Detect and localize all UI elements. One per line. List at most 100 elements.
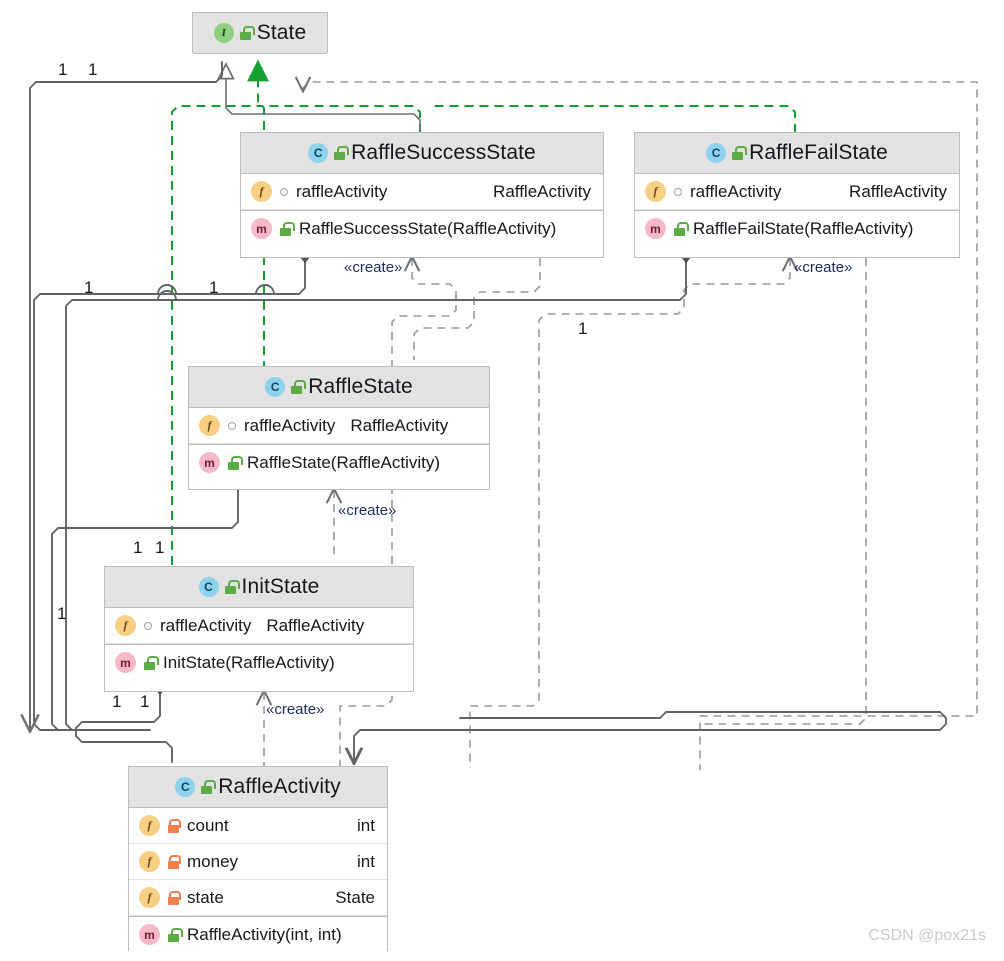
- method-name: RaffleSuccessState(RaffleActivity): [299, 218, 557, 238]
- field-type: RaffleActivity: [266, 615, 365, 635]
- field-type: State: [335, 887, 375, 907]
- field-type: RaffleActivity: [350, 415, 449, 435]
- multiplicity-label: 1: [209, 278, 219, 297]
- field-type: RaffleActivity: [849, 181, 947, 201]
- lock-open-icon: [200, 780, 217, 794]
- multiplicity-label: 1: [58, 60, 68, 79]
- class-name-raffle-activity: RaffleActivity: [218, 775, 341, 798]
- create-stereotype-label-fail: «create»: [794, 259, 853, 276]
- field-name: raffleActivity: [244, 415, 336, 435]
- class-box-init-state[interactable]: C InitState f raffleActivity RaffleActiv…: [104, 566, 414, 692]
- multiplicity-label: 1: [84, 278, 94, 297]
- class-box-raffle-success-state[interactable]: C RaffleSuccessState f raffleActivity Ra…: [240, 132, 604, 258]
- lock-closed-icon: [167, 890, 181, 905]
- method-icon: m: [199, 452, 220, 473]
- multiplicity-label: 1: [155, 538, 165, 557]
- create-stereotype-label-raffle: «create»: [338, 502, 397, 519]
- field-row[interactable]: f raffleActivity RaffleActivity: [105, 608, 413, 644]
- field-icon: f: [115, 615, 136, 636]
- field-icon: f: [645, 181, 666, 202]
- field-name: raffleActivity: [690, 181, 782, 201]
- line-jumps: [157, 284, 275, 301]
- field-row[interactable]: f raffleActivity RaffleActivity: [241, 174, 603, 210]
- lock-closed-icon: [167, 854, 181, 869]
- lock-open-icon: [279, 221, 295, 236]
- lock-closed-icon: [167, 818, 181, 833]
- class-box-raffle-activity[interactable]: C RaffleActivity f count int f money int…: [128, 766, 388, 952]
- lock-open-icon: [239, 26, 255, 40]
- multiplicity-label: 1: [578, 319, 588, 338]
- lock-open-icon: [224, 580, 240, 594]
- class-box-raffle-state[interactable]: C RaffleState f raffleActivity RaffleAct…: [188, 366, 490, 490]
- lock-open-icon: [143, 655, 159, 670]
- field-icon: f: [199, 415, 220, 436]
- method-row[interactable]: m RaffleActivity(int, int): [129, 916, 387, 952]
- method-name: RaffleFailState(RaffleActivity): [693, 218, 914, 238]
- multiplicity-label: 1: [133, 538, 143, 557]
- field-icon: f: [139, 851, 160, 872]
- multiplicity-label: 1: [140, 692, 150, 711]
- class-header-raffle-success-state: C RaffleSuccessState: [241, 133, 603, 174]
- class-name-raffle-success-state: RaffleSuccessState: [351, 141, 536, 164]
- field-name: raffleActivity: [296, 181, 388, 201]
- protected-circle-icon: [228, 421, 236, 430]
- method-name: RaffleActivity(int, int): [187, 924, 342, 944]
- method-row[interactable]: m RaffleFailState(RaffleActivity): [635, 210, 959, 246]
- lock-open-icon: [731, 146, 748, 160]
- field-name: money: [187, 851, 239, 871]
- class-icon: C: [706, 143, 727, 163]
- generalization-edges: [226, 64, 421, 134]
- class-header-raffle-fail-state: C RaffleFailState: [635, 133, 959, 174]
- method-name: RaffleState(RaffleActivity): [247, 452, 441, 472]
- class-name-raffle-state: RaffleState: [308, 375, 413, 398]
- protected-circle-icon: [280, 187, 288, 196]
- class-name-state: State: [256, 21, 307, 44]
- lock-open-icon: [333, 146, 350, 160]
- class-box-raffle-fail-state[interactable]: C RaffleFailState f raffleActivity Raffl…: [634, 132, 960, 258]
- multiplicity-label: 1: [88, 60, 98, 79]
- dependency-edges: [264, 82, 978, 770]
- class-icon: C: [198, 577, 219, 597]
- inheritance-edges-green: [171, 62, 796, 565]
- association-edges: [30, 61, 947, 762]
- field-row[interactable]: f raffleActivity RaffleActivity: [189, 408, 489, 444]
- class-header-init-state: C InitState: [105, 567, 413, 608]
- method-icon: m: [251, 218, 272, 239]
- protected-circle-icon: [144, 621, 152, 630]
- field-row[interactable]: f raffleActivity RaffleActivity: [635, 174, 959, 210]
- lock-open-icon: [673, 221, 689, 236]
- interface-icon: I: [213, 23, 234, 43]
- field-type: int: [357, 815, 375, 835]
- field-row[interactable]: f count int: [129, 808, 387, 844]
- field-name: count: [187, 815, 229, 835]
- class-icon: C: [175, 777, 196, 797]
- multiplicity-label: 1: [112, 692, 122, 711]
- class-box-state[interactable]: I State: [192, 12, 328, 54]
- field-type: int: [357, 851, 375, 871]
- field-row[interactable]: f state State: [129, 880, 387, 916]
- method-row[interactable]: m InitState(RaffleActivity): [105, 644, 413, 680]
- field-type: RaffleActivity: [493, 181, 591, 201]
- method-icon: m: [139, 924, 160, 945]
- field-icon: f: [139, 815, 160, 836]
- class-header-raffle-activity: C RaffleActivity: [129, 767, 387, 808]
- field-name: raffleActivity: [160, 615, 252, 635]
- protected-circle-icon: [674, 187, 682, 196]
- class-name-init-state: InitState: [241, 575, 320, 598]
- watermark: CSDN @pox21s: [868, 927, 986, 944]
- field-row[interactable]: f money int: [129, 844, 387, 880]
- field-icon: f: [139, 887, 160, 908]
- field-icon: f: [251, 181, 272, 202]
- method-name: InitState(RaffleActivity): [163, 652, 335, 672]
- method-row[interactable]: m RaffleState(RaffleActivity): [189, 444, 489, 480]
- class-header-raffle-state: C RaffleState: [189, 367, 489, 408]
- class-icon: C: [308, 143, 329, 163]
- multiplicity-label: 1: [57, 604, 67, 623]
- field-name: state: [187, 887, 224, 907]
- method-row[interactable]: m RaffleSuccessState(RaffleActivity): [241, 210, 603, 246]
- create-stereotype-label-init: «create»: [266, 701, 325, 718]
- method-icon: m: [645, 218, 666, 239]
- class-name-raffle-fail-state: RaffleFailState: [749, 141, 888, 164]
- class-header-state: I State: [193, 13, 327, 54]
